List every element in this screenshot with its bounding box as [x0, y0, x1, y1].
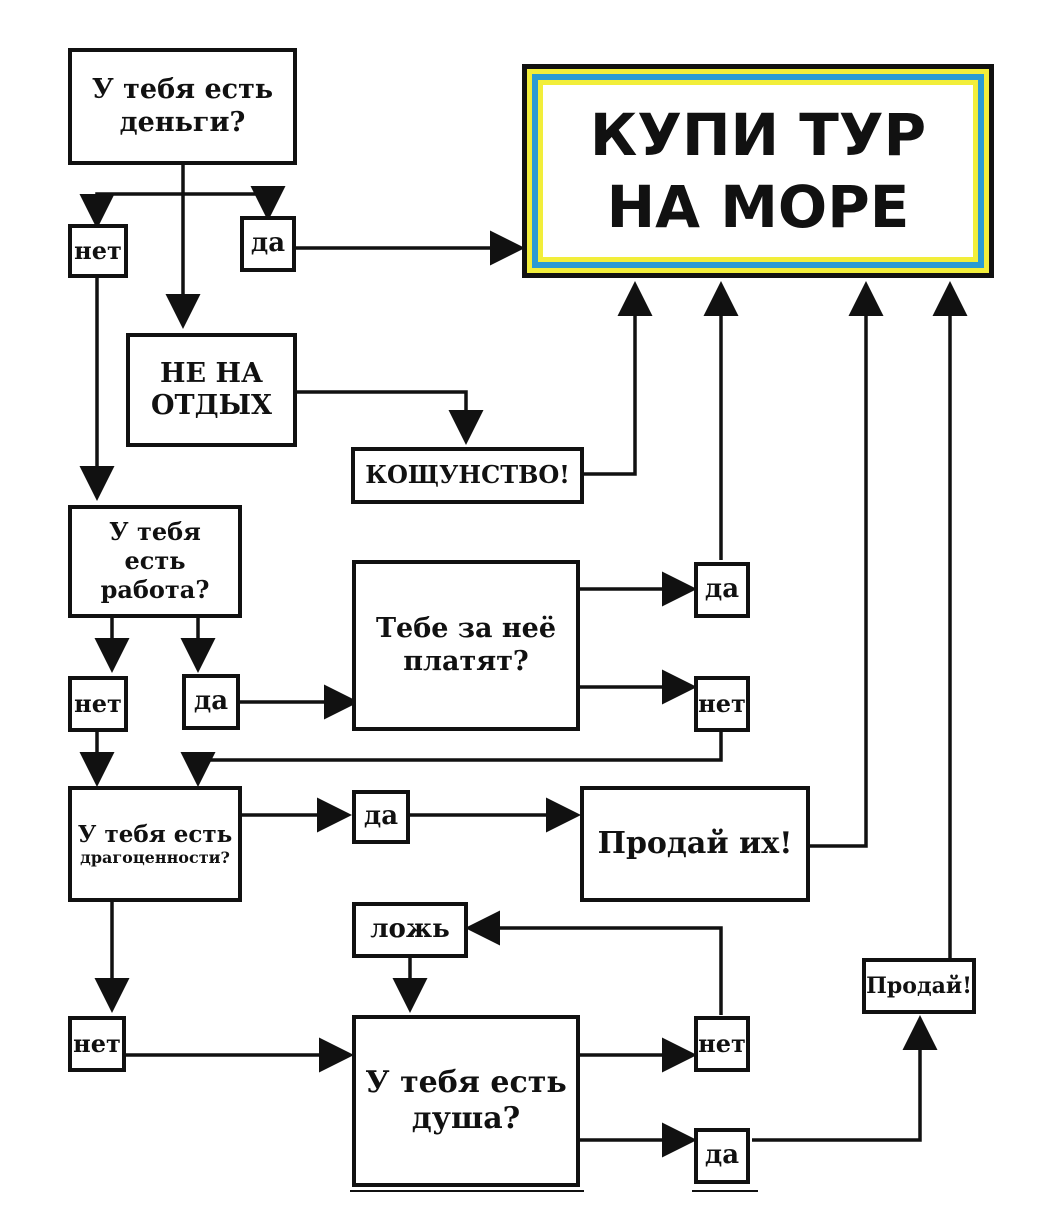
question-jewels-line-1: У тебя есть [77, 820, 233, 848]
question-paid: Тебе за неё платят? [352, 560, 580, 731]
goal-blue-ring: КУПИ ТУР НА МОРЕ [532, 74, 984, 268]
question-job: У тебя есть работа? [68, 505, 242, 618]
box-blasphemy: КОЩУНСТВО! [351, 447, 584, 504]
answer-soul-yes: да [694, 1128, 750, 1184]
question-money-line-1: У тебя есть [91, 74, 274, 106]
answer-paid-no: нет [694, 676, 750, 732]
answer-money-yes: да [240, 216, 296, 272]
box-not-vacation-line-1: НЕ НА [159, 357, 263, 389]
box-not-vacation-line-2: ОТДЫХ [150, 390, 272, 421]
question-money: У тебя есть деньги? [68, 48, 297, 165]
answer-jewels-yes: да [352, 790, 410, 844]
arrow-soul-no-to-lie [465, 910, 723, 1015]
answer-soul-no: нет [694, 1016, 750, 1072]
question-soul: У тебя есть душа? [352, 1015, 580, 1187]
question-soul-line-2: душа? [411, 1101, 521, 1136]
box-lie: ложь [352, 902, 468, 958]
answer-jewels-no: нет [68, 1016, 126, 1072]
question-paid-line-2: платят? [403, 645, 529, 677]
question-soul-line-1: У тебя есть [365, 1065, 567, 1100]
box-not-vacation: НЕ НА ОТДЫХ [126, 333, 297, 447]
answer-money-no: нет [68, 224, 128, 278]
goal-line-1: КУПИ ТУР [589, 100, 927, 169]
arrow-paid-no-to-jewels [180, 732, 723, 787]
box-sell-them: Продай их! [580, 786, 810, 902]
arrow-soul-yes-to-sell [752, 1015, 938, 1142]
question-job-line-1: У тебя есть [109, 517, 201, 576]
question-jewels: У тебя есть драгоценности? [68, 786, 242, 902]
arrow-money-to-yes [183, 186, 286, 221]
question-paid-line-1: Тебе за неё [375, 613, 557, 645]
answer-job-no: нет [68, 676, 128, 732]
underline-soul [350, 1190, 584, 1192]
underline-soul-yes [692, 1190, 758, 1192]
arrow-blasphemy-to-goal [584, 281, 653, 476]
goal-box: КУПИ ТУР НА МОРЕ [522, 64, 994, 278]
answer-paid-yes: да [694, 562, 750, 618]
question-money-line-2: деньги? [119, 106, 246, 138]
arrow-sell-them-to-goal [810, 281, 884, 848]
goal-text: КУПИ ТУР НА МОРЕ [543, 85, 973, 257]
arrow-money-to-no [79, 165, 185, 229]
answer-job-yes: да [182, 674, 240, 730]
question-jewels-line-2: драгоценности? [80, 848, 230, 868]
question-job-line-2: работа? [100, 574, 210, 604]
box-sell: Продай! [862, 958, 976, 1014]
arrow-not-vacation-to-blasphemy [297, 390, 484, 445]
goal-line-2: НА МОРЕ [606, 173, 910, 241]
